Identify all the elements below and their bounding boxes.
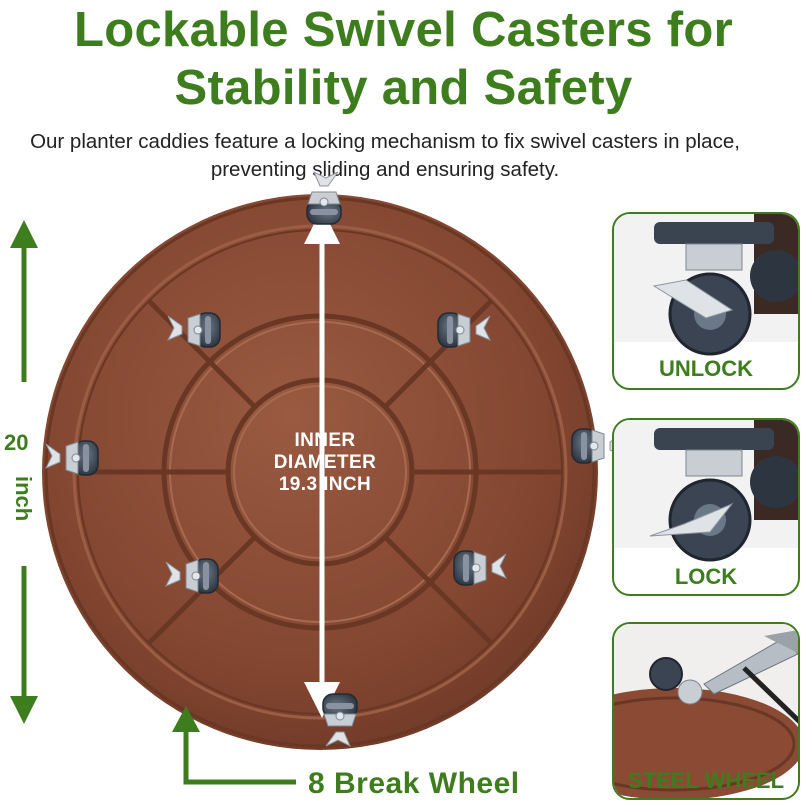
- subtitle-line-1: Our planter caddies feature a locking me…: [30, 130, 740, 153]
- lock-label: LOCK: [674, 564, 738, 589]
- subtitle-line-2: preventing sliding and ensuring safety.: [210, 158, 560, 181]
- caster-wheel: [306, 171, 342, 225]
- dimension-unit: inch: [11, 476, 36, 522]
- locked-caster-photo: [614, 420, 798, 562]
- unlocked-caster-photo: [614, 214, 798, 356]
- headline-line-2: Stability and Safety: [174, 61, 633, 115]
- diameter-arrow: [304, 208, 340, 718]
- wheel-pointer-arrow: [172, 706, 296, 785]
- headline-line-1: Lockable Swivel Casters for: [74, 3, 733, 57]
- inner-diameter-line-3: 19.3 INCH: [278, 474, 372, 495]
- steel-wheel-label: STEEL WHEEL: [627, 768, 785, 793]
- lock-panel: LOCK: [612, 418, 800, 596]
- inner-diameter-line-1: INNER: [294, 430, 356, 451]
- dimension-arrow: [10, 220, 38, 724]
- steel-wheel-panel: STEEL WHEEL: [612, 622, 800, 800]
- wheel-count-label: 8 Break Wheel: [308, 767, 520, 800]
- unlock-label: UNLOCK: [658, 356, 754, 381]
- steel-wheel-photo: [614, 624, 798, 798]
- dimension-value: 20: [4, 430, 29, 455]
- inner-diameter-line-2: DIAMETER: [273, 452, 377, 473]
- unlock-panel: UNLOCK: [612, 212, 800, 390]
